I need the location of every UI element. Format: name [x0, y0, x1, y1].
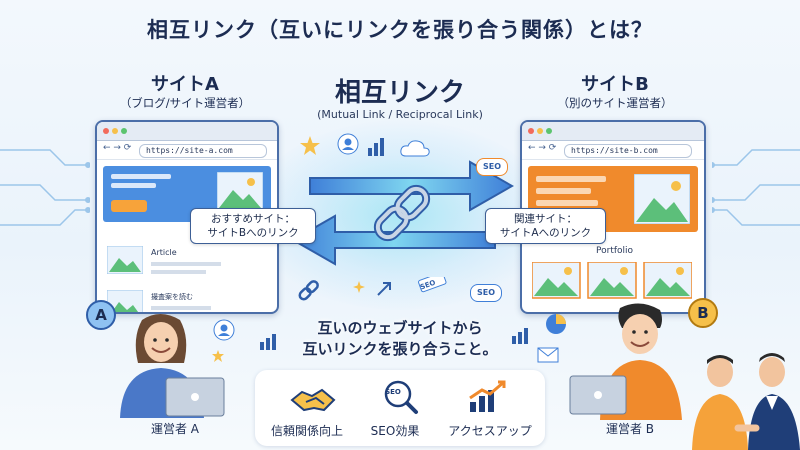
site-b-subtitle: （別のサイト運営者）: [557, 96, 673, 110]
laptop-icon: [165, 377, 225, 417]
user-icon: [337, 133, 359, 155]
seo-magnifier-icon: [384, 380, 418, 414]
handshake-people-icon: [692, 353, 800, 450]
site-a-url-bar[interactable]: https://site-a.com: [139, 144, 267, 158]
callout-line[interactable]: サイトBへのリンク: [207, 227, 299, 239]
circuit-decoration-left: [0, 149, 90, 226]
handshake-icon: [290, 388, 336, 412]
floating-icons-left: [212, 319, 276, 362]
sparkle-icon: [353, 281, 365, 293]
user-icon: [213, 319, 235, 341]
mutual-link-arrows: [290, 160, 515, 266]
arrow-up-right-icon: [377, 282, 391, 296]
operator-b-illustration: [569, 303, 800, 450]
bar-chart-icon: [368, 138, 384, 156]
benefit-access-label: アクセスアップ: [448, 424, 532, 438]
arrow-b-to-a: [290, 214, 496, 266]
seo-tag: SEO: [470, 284, 502, 302]
landscape-image-icon: [217, 172, 263, 210]
callout-line: おすすめサイト：: [211, 213, 295, 225]
article-thumbnail-icon: [107, 290, 143, 312]
portfolio-label: Portfolio: [596, 246, 634, 256]
nav-arrows-icon[interactable]: ← → ⟳: [103, 143, 132, 153]
site-a-content: Article 撮査案を読む: [103, 228, 271, 312]
circuit-decoration-right: [712, 149, 800, 226]
site-a-link-callout: おすすめサイト： サイトBへのリンク: [190, 208, 316, 244]
growth-chart-icon: [260, 334, 276, 350]
seo-tag: SEO: [476, 158, 508, 176]
seo-tag-icon: [418, 277, 447, 293]
floating-icons-bottom: [298, 277, 447, 301]
floating-icons-top: [300, 133, 430, 157]
operator-a-label: 運営者 A: [150, 422, 200, 436]
article-label: Article: [151, 248, 177, 257]
site-a-subtitle: （ブログ/サイト運営者）: [119, 96, 251, 110]
chain-link-icon: [298, 280, 319, 301]
site-b-title: サイトB: [581, 74, 649, 95]
benefit-trust-label: 信頼関係向上: [270, 424, 343, 438]
site-a-browser-bar: [97, 122, 277, 141]
star-icon: [300, 136, 320, 155]
laptop-icon: [569, 375, 627, 415]
callout-line: 関連サイト：: [514, 213, 577, 225]
operator-a-illustration: [120, 314, 225, 418]
site-a-cta-button[interactable]: [111, 200, 147, 212]
benefit-icons: [290, 380, 506, 414]
portfolio-image-icon: [531, 261, 581, 299]
pie-chart-icon: [546, 314, 566, 334]
site-a-hero: [103, 166, 271, 222]
page-title: 相互リンク（互いにリンクを張り合う関係）とは？: [147, 18, 653, 42]
growth-chart-icon: [469, 380, 506, 412]
article-thumbnail-icon: [107, 246, 143, 274]
mail-icon: [537, 347, 559, 363]
seo-magnifier-text: SEO: [385, 388, 401, 396]
explanation-text: 互いのウェブサイトから 互いリンクを張り合うこと。: [290, 318, 510, 360]
explanation-line: 互いのウェブサイトから: [317, 319, 483, 337]
floating-icons-right: [512, 314, 566, 363]
site-b-link-callout: 関連サイト： サイトAへのリンク: [485, 208, 606, 244]
star-icon: [212, 350, 224, 362]
read-more-link[interactable]: 撮査案を読む: [151, 293, 193, 301]
chain-link-icon: [373, 184, 431, 242]
portfolio-gallery: [531, 261, 693, 302]
explanation-line: 互いリンクを張り合うこと。: [302, 340, 498, 358]
center-title: 相互リンク: [334, 78, 465, 108]
bar-chart-icon: [512, 328, 528, 344]
site-b-browser-bar: [522, 122, 704, 141]
benefit-seo-label: SEO効果: [370, 424, 420, 438]
landscape-image-icon: [634, 174, 690, 224]
center-subtitle: (Mutual Link / Reciprocal Link): [317, 108, 483, 121]
operator-b-label: 運営者 B: [605, 422, 655, 436]
site-a-badge: A: [86, 300, 116, 330]
site-b-url-bar[interactable]: https://site-b.com: [564, 144, 692, 158]
nav-arrows-icon[interactable]: ← → ⟳: [528, 143, 557, 153]
site-a-title: サイトA: [151, 74, 219, 95]
site-b-badge: B: [688, 298, 718, 328]
cloud-icon: [400, 140, 430, 157]
callout-line[interactable]: サイトAへのリンク: [499, 227, 592, 239]
